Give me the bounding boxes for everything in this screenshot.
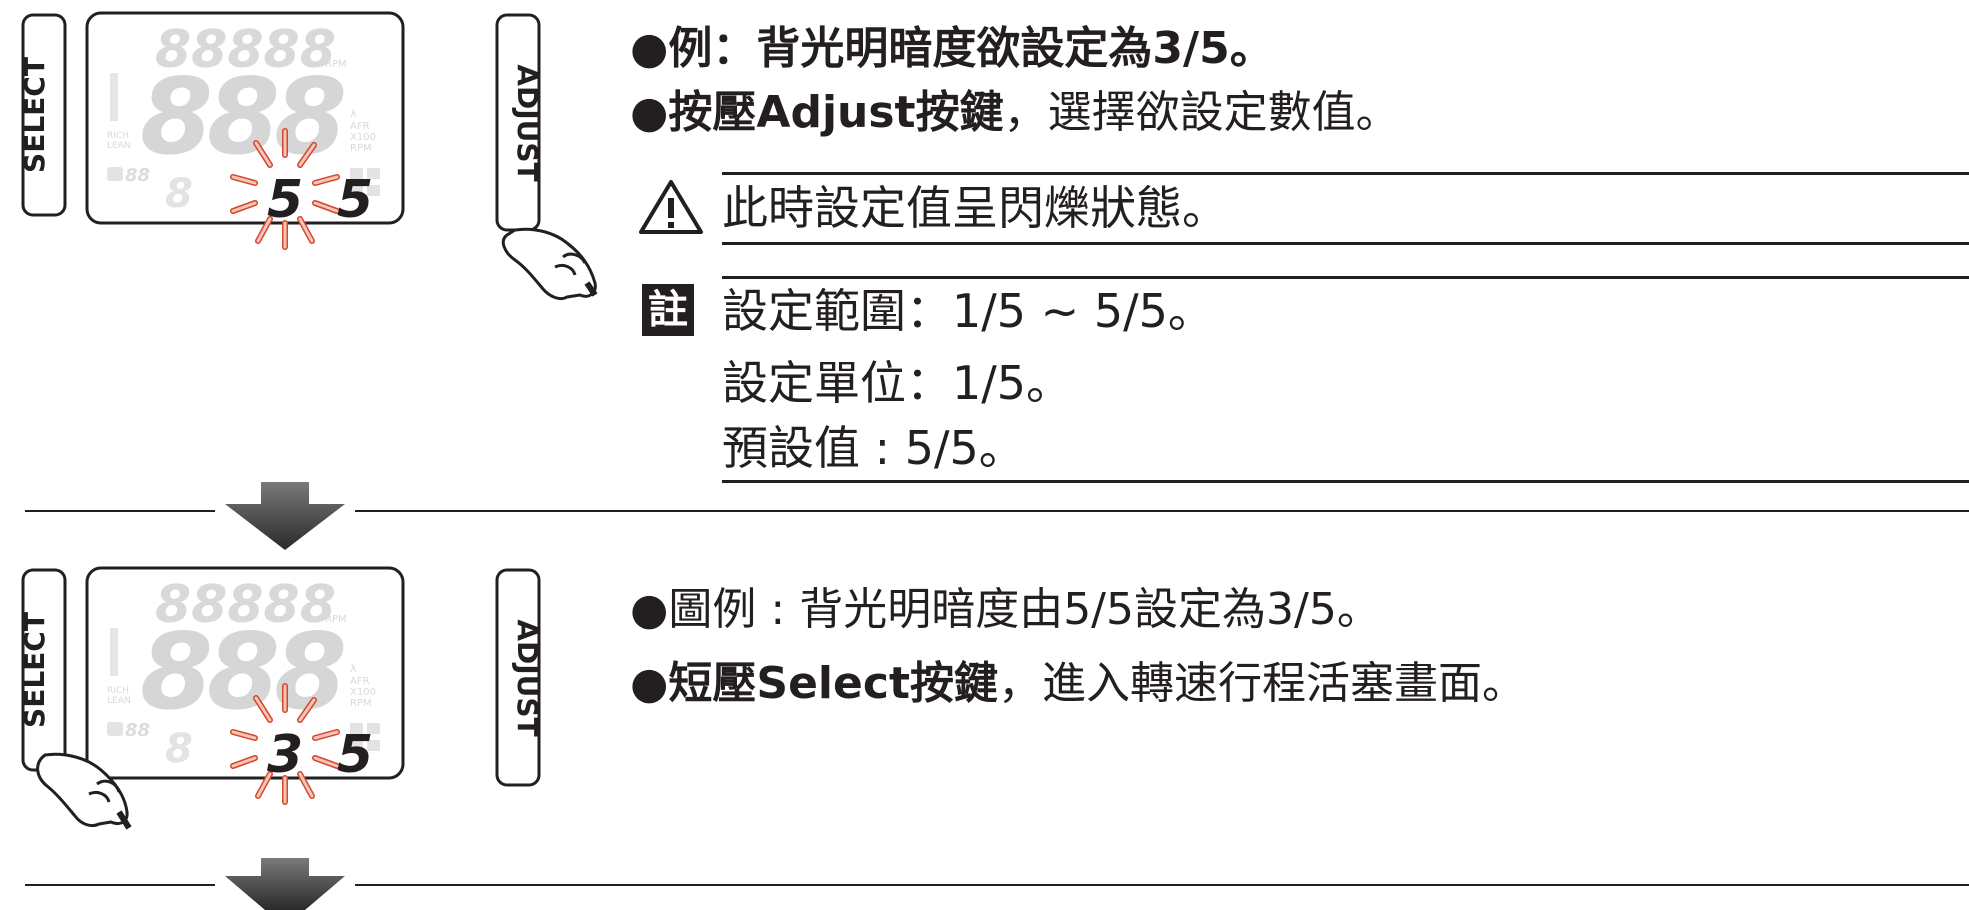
select-label: SELECT [18,57,51,173]
press-adjust-text: 按壓Adjust按鍵 [668,87,1004,138]
adjust-button[interactable]: ADJUST [495,568,544,787]
bullet: ● [630,87,669,138]
blink-glow-icon [231,684,339,804]
rpm-label: RPM [350,143,372,154]
x100-label: X100 [350,132,376,143]
setting-value-left: 3 [267,725,303,785]
adjust-button[interactable]: ADJUST [495,13,544,232]
instruction-rest: ，進入轉速行程活塞畫面。 [997,658,1526,709]
down-arrow-icon [225,482,345,550]
note-default: 預設值 : 5/5。 [722,421,1025,475]
ghost-digit: 8 [165,726,193,772]
mini-icon [367,185,380,196]
select-label: SELECT [18,612,51,728]
lean-label: LEAN [107,696,131,706]
lean-label: LEAN [107,141,131,151]
top-digits: 88888 [155,20,336,80]
top-digits: 88888 [155,575,336,635]
rpm-small-label: RPM [325,59,347,70]
note-unit: 設定單位：1/5。 [722,356,1073,410]
pressing-hand-icon [501,227,598,301]
ghost-digit: 8 [165,171,193,217]
meter-panel-step1: SELECT 88888 RPM 888 RICH LEAN λ AFR X10… [18,11,598,301]
note-range: 設定範圍：1/5 ~ 5/5。 [722,284,1214,338]
bar-indicator [110,73,118,121]
press-select-text: 短壓Select按鍵 [668,658,998,709]
mini-icon [367,723,380,734]
rich-label: RICH [107,686,129,696]
afr-label: AFR [350,676,370,687]
meter-screen [85,566,405,780]
step2-example-line: ●圖例 : 背光明暗度由5/5設定為3/5。 [630,584,1381,635]
meter-panel-step2: SELECT 88888 RPM 888 RICH LEAN λ AFR X10… [18,566,544,830]
divider [722,172,1969,175]
step2-instruction-line: ●短壓Select按鍵，進入轉速行程活塞畫面。 [630,657,1526,711]
afr-label: AFR [350,121,370,132]
note-icon: 註 [642,284,694,336]
divider [722,242,1969,245]
divider [722,480,1969,483]
rpm-small-label: RPM [325,614,347,625]
flow-line [355,510,1969,512]
setting-value-right: 5 [337,725,373,785]
divider [722,276,1969,279]
blink-glow-icon [231,129,339,249]
mini-icon [350,723,363,734]
flow-line [25,884,215,886]
meter-screen [85,11,405,225]
warning-text: 此時設定值呈閃爍狀態。 [722,181,1228,235]
mini-icon [350,740,363,751]
rpm-label: RPM [350,698,372,709]
small-icon [107,722,123,736]
flow-line [355,884,1969,886]
bar-indicator [110,628,118,676]
x100-label: X100 [350,687,376,698]
adjust-label: ADJUST [511,64,544,181]
pressing-hand-icon [36,752,132,830]
small-icon [107,167,123,181]
main-digits: 888 [140,611,344,733]
adjust-label: ADJUST [511,619,544,736]
flow-line [25,510,215,512]
rich-label: RICH [107,131,129,141]
select-button[interactable]: SELECT [18,13,67,217]
mini-icon [367,740,380,751]
mini-icon [350,185,363,196]
down-arrow-icon [225,858,345,910]
small-digits: 88 [125,165,150,186]
main-digits: 888 [140,56,344,178]
select-button[interactable]: SELECT [18,568,67,772]
step1-instruction-line: ●按壓Adjust按鍵，選擇欲設定數值。 [630,86,1400,140]
lambda-label: λ [350,107,357,120]
bullet: ● [630,658,669,709]
mini-icon [350,168,363,179]
step1-example-line: ●例：背光明暗度欲設定為3/5。 [630,23,1274,74]
warning-icon [639,180,703,234]
setting-value-left: 5 [267,170,303,230]
instruction-rest: ，選擇欲設定數值。 [1003,87,1400,138]
lambda-label: λ [350,662,357,675]
mini-icon [367,168,380,179]
setting-value-right: 5 [337,170,373,230]
small-digits: 88 [125,720,150,741]
